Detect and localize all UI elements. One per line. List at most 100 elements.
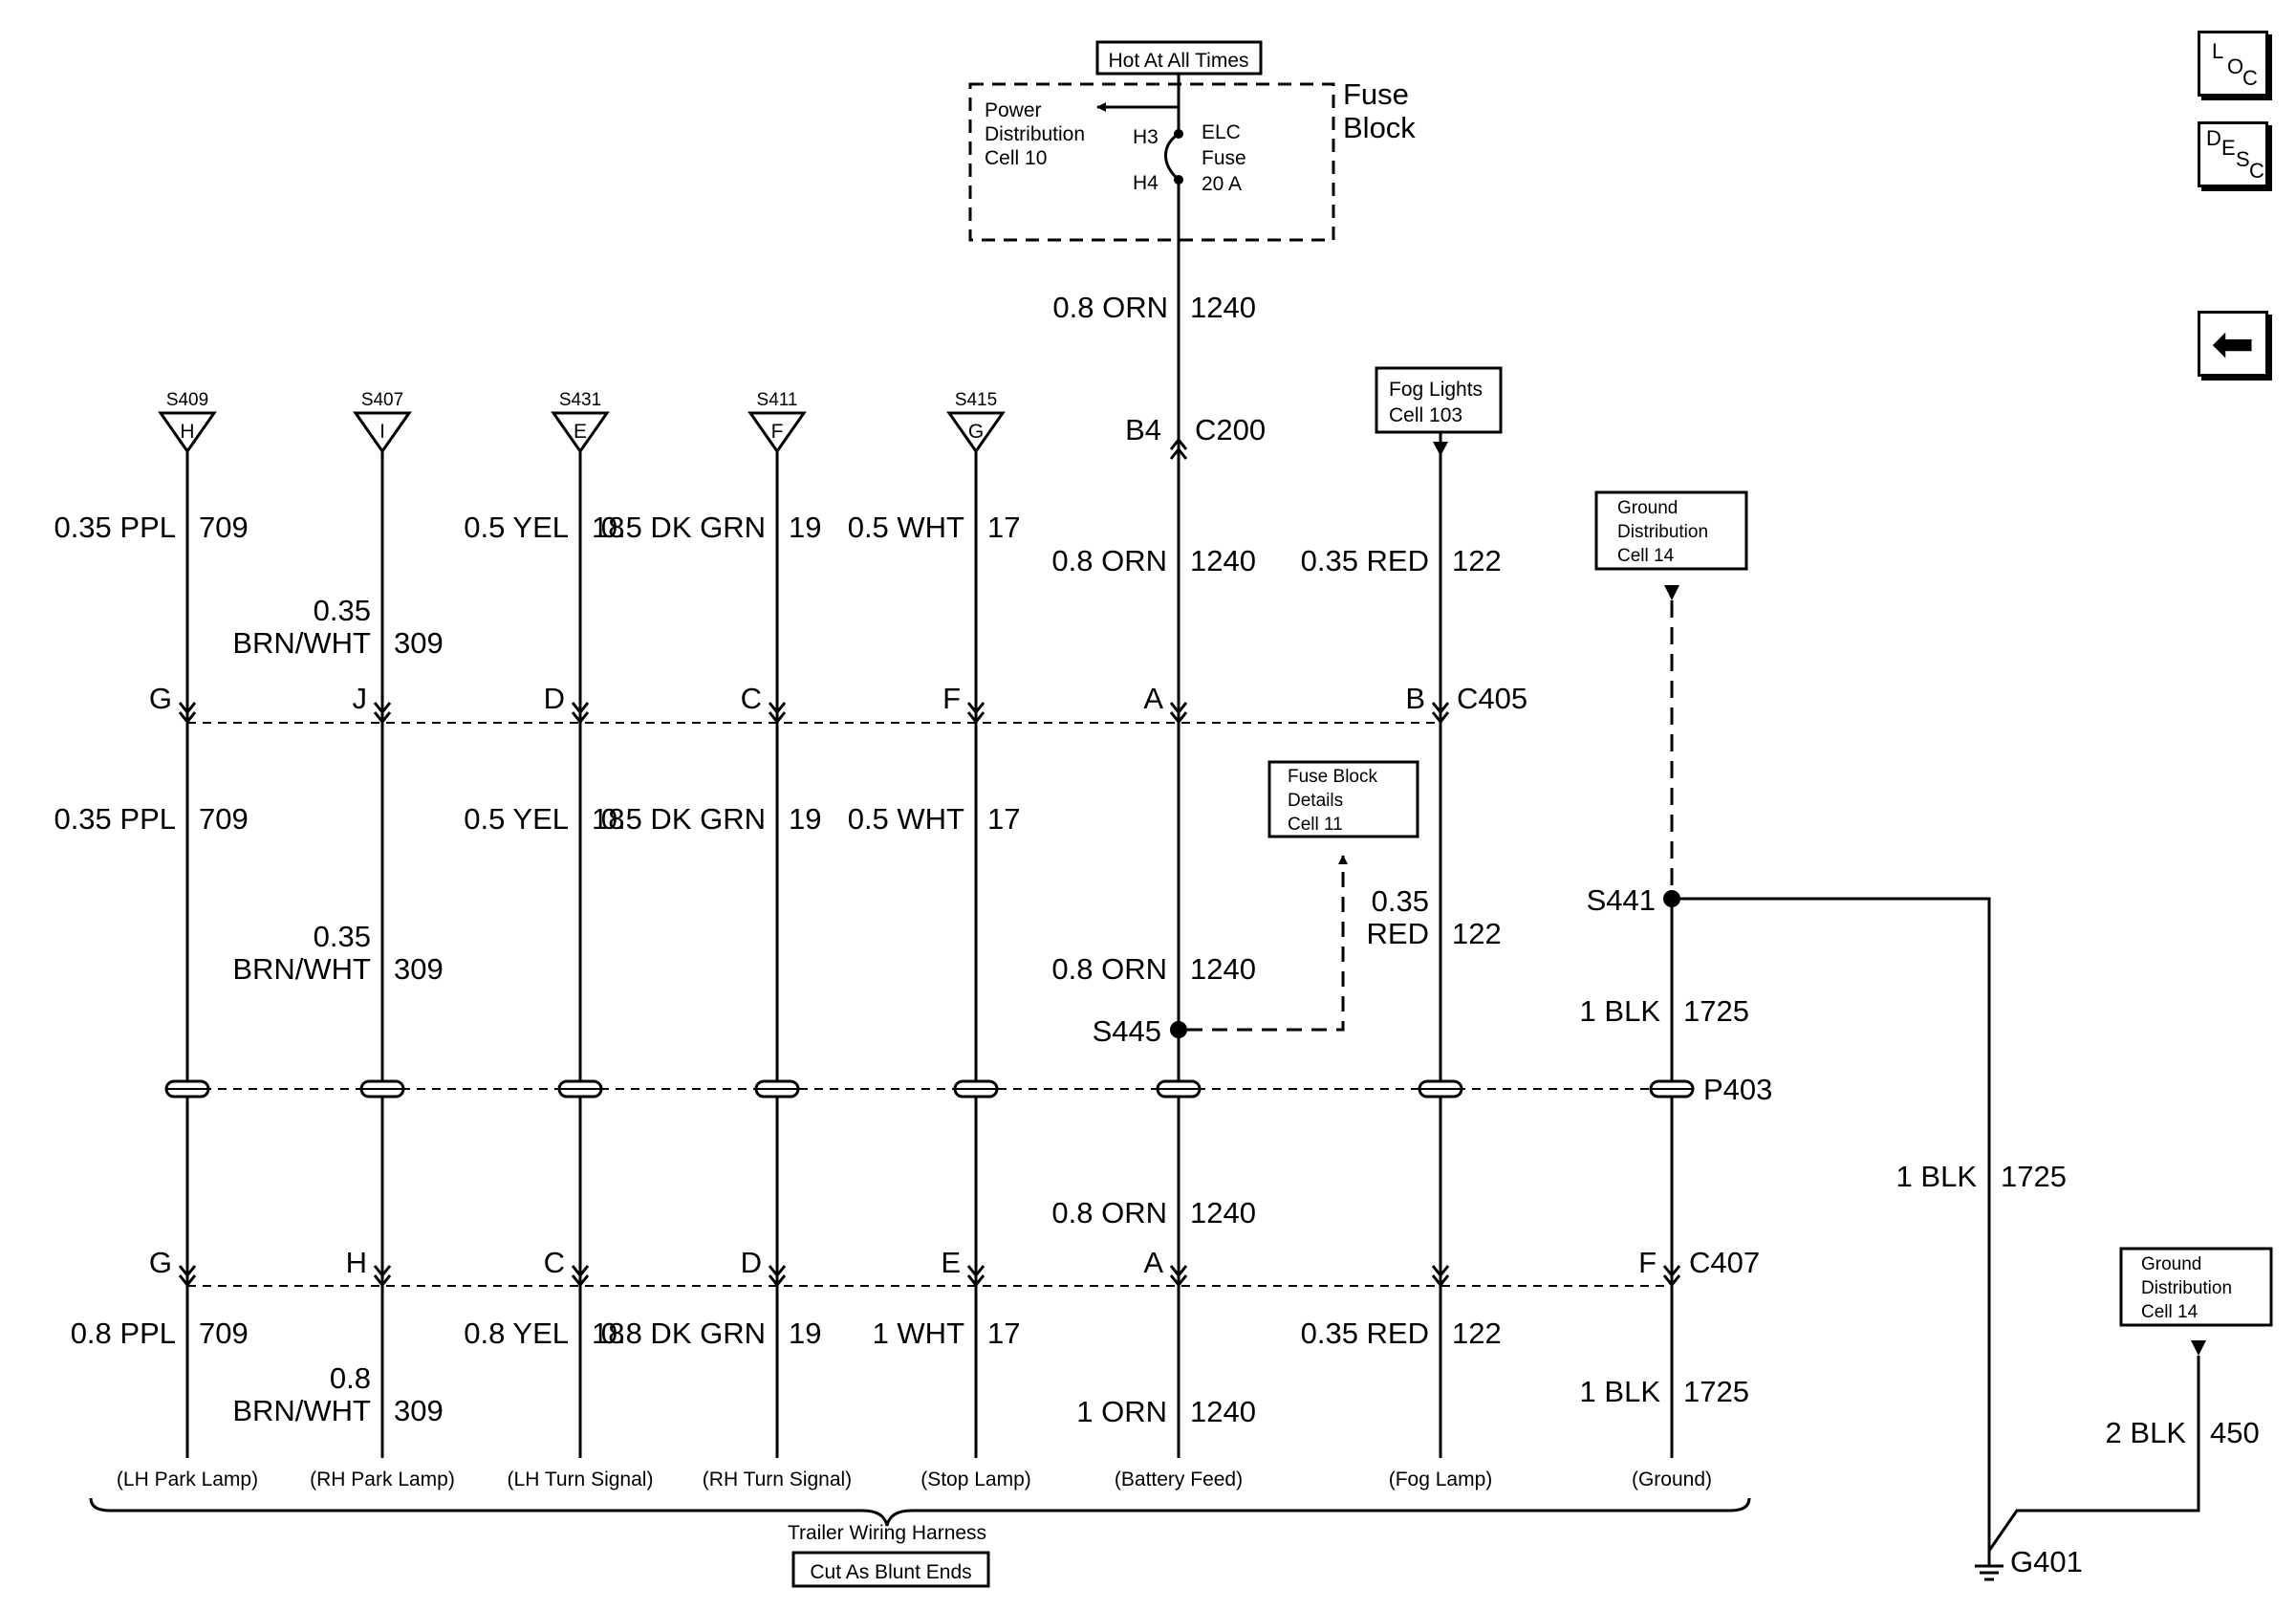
column-5-c405-pin: F bbox=[942, 682, 961, 715]
fuse-block: Hot At All Times Power Distribution Cell… bbox=[968, 40, 1416, 242]
column-6-function-label: (Battery Feed) bbox=[1115, 1469, 1243, 1490]
fuse-symbol bbox=[1164, 132, 1180, 182]
column-2-upper-size: 0.35 bbox=[314, 594, 371, 627]
column-5-c407-pin-mark bbox=[966, 1265, 986, 1288]
column-6-c407-pin-mark bbox=[1169, 1265, 1188, 1288]
c405-label: C405 bbox=[1457, 682, 1527, 715]
column-2-splice-letter: I bbox=[379, 421, 385, 443]
ground2-line3: Cell 14 bbox=[2141, 1302, 2199, 1322]
column-7-function-label: (Fog Lamp) bbox=[1389, 1469, 1493, 1490]
loc-letter-l: L bbox=[2212, 39, 2224, 63]
ground1-line2: Distribution bbox=[1617, 522, 1708, 542]
loc-button[interactable]: L O C bbox=[2198, 31, 2268, 97]
column-2-c405-pin: J bbox=[353, 682, 368, 715]
fuse-terminal-h3: H3 bbox=[1133, 126, 1159, 148]
column-4-upper-size: 0.5 DK GRN bbox=[601, 511, 766, 544]
column-4-c405-pin-mark bbox=[768, 702, 787, 725]
ground2-wire-size: 2 BLK bbox=[2106, 1416, 2187, 1449]
column-8-lower-size: 1 BLK bbox=[1580, 1375, 1661, 1408]
column-1-splice-label: S409 bbox=[166, 390, 208, 410]
column-7-middle-size: RED bbox=[1367, 917, 1429, 950]
fog-lights-line1: Fog Lights bbox=[1389, 379, 1483, 401]
fuse-name-line3: 20 A bbox=[1202, 173, 1242, 195]
column-4-c407-pin-mark bbox=[768, 1265, 787, 1288]
column-2-lower-circuit: 309 bbox=[394, 1394, 444, 1427]
column-8-function-label: (Ground) bbox=[1632, 1469, 1712, 1490]
column-7-lower-circuit: 122 bbox=[1452, 1316, 1502, 1350]
column-3-function-label: (LH Turn Signal) bbox=[508, 1469, 654, 1490]
s441-label: S441 bbox=[1587, 883, 1656, 917]
column-5-upper-circuit: 17 bbox=[987, 511, 1020, 544]
g401-label: G401 bbox=[2010, 1545, 2083, 1578]
column-4-middle-circuit: 19 bbox=[789, 802, 821, 836]
harness-brace: Trailer Wiring Harness Cut As Blunt Ends bbox=[89, 1497, 1751, 1588]
column-5-c407-pin: E bbox=[941, 1246, 961, 1279]
wire-top-size: 0.8 ORN bbox=[1052, 291, 1168, 324]
power-distribution-line3: Cell 10 bbox=[985, 147, 1047, 169]
s445-label: S445 bbox=[1093, 1014, 1161, 1048]
column-7-upper-circuit: 122 bbox=[1452, 544, 1502, 577]
column-5-lower-size: 1 WHT bbox=[873, 1316, 965, 1350]
fuse-name-line2: Fuse bbox=[1202, 147, 1246, 169]
splice-s441: S441 1 BLK 1725 bbox=[1587, 883, 2067, 1551]
ground2-wire-circuit: 450 bbox=[2210, 1416, 2260, 1449]
column-3-splice-triangle bbox=[551, 411, 610, 454]
column-2-splice-triangle bbox=[353, 411, 412, 454]
ground-run-wire bbox=[1672, 897, 1991, 1551]
column-3-c405-pin: D bbox=[544, 682, 565, 715]
column-1-c407-pin-mark bbox=[178, 1265, 197, 1288]
column-3-c407-pin-mark bbox=[571, 1265, 590, 1288]
wire-top-circuit: 1240 bbox=[1190, 291, 1256, 324]
column-5-splice-triangle bbox=[946, 411, 1006, 454]
column-1-c405-pin-mark bbox=[178, 702, 197, 725]
fuse-details-line1: Fuse Block bbox=[1288, 767, 1377, 787]
column-7-c405-pin: B bbox=[1405, 682, 1425, 715]
column-3-c407-pin: C bbox=[544, 1246, 565, 1279]
fuse-details-line3: Cell 11 bbox=[1288, 815, 1343, 835]
column-1-middle-size: 0.35 PPL bbox=[54, 802, 176, 836]
fog-lights-box: Fog Lights Cell 103 bbox=[1375, 366, 1503, 1458]
column-3-upper-size: 0.5 YEL bbox=[464, 511, 569, 544]
connector-c200: B4 C200 bbox=[1125, 413, 1266, 460]
power-distribution-line2: Distribution bbox=[985, 123, 1085, 145]
column-1-lower-size: 0.8 PPL bbox=[71, 1316, 176, 1350]
column-5-middle-circuit: 17 bbox=[987, 802, 1020, 836]
fuse-terminal-h4: H4 bbox=[1133, 172, 1159, 194]
column-4-c405-pin: C bbox=[741, 682, 762, 715]
column-5-middle-size: 0.5 WHT bbox=[848, 802, 964, 836]
p403-label: P403 bbox=[1703, 1073, 1772, 1106]
column-1-lower-circuit: 709 bbox=[199, 1316, 249, 1350]
column-7-upper-size: 0.35 RED bbox=[1301, 544, 1429, 577]
column-4-lower-size: 0.8 DK GRN bbox=[601, 1316, 766, 1350]
column-6-pre-size: 0.8 ORN bbox=[1051, 1196, 1167, 1229]
splice-s445: S445 bbox=[1093, 855, 1348, 1048]
desc-button[interactable]: D E S C bbox=[2198, 121, 2268, 187]
column-7-middle-size: 0.35 bbox=[1372, 884, 1429, 918]
back-button[interactable]: ⬅ bbox=[2198, 311, 2268, 377]
column-6-upper-circuit: 1240 bbox=[1190, 544, 1256, 577]
column-4-splice-letter: F bbox=[771, 421, 784, 443]
back-arrow-icon: ⬅ bbox=[2211, 315, 2255, 373]
desc-letter-d: D bbox=[2206, 126, 2221, 150]
ground-run-size: 1 BLK bbox=[1896, 1160, 1978, 1193]
column-3-middle-size: 0.5 YEL bbox=[464, 802, 569, 836]
column-2-lower-size: BRN/WHT bbox=[232, 1394, 371, 1427]
column-8-middle-circuit: 1725 bbox=[1683, 994, 1749, 1028]
column-6-upper-size: 0.8 ORN bbox=[1051, 544, 1167, 577]
desc-letter-s: S bbox=[2236, 147, 2250, 171]
c200-label: C200 bbox=[1195, 413, 1266, 446]
column-6-c407-pin: A bbox=[1143, 1246, 1163, 1279]
fuse-block-title-line2: Block bbox=[1343, 111, 1416, 144]
column-1-upper-circuit: 709 bbox=[199, 511, 249, 544]
ground-distribution-upper-box: Ground Distribution Cell 14 bbox=[1594, 490, 1748, 899]
ground1-line3: Cell 14 bbox=[1617, 546, 1675, 566]
harness-note: Cut As Blunt Ends bbox=[810, 1561, 971, 1583]
ground2-line2: Distribution bbox=[2141, 1278, 2232, 1298]
ground-distribution-lower-box: Ground Distribution Cell 14 2 BLK 450 bbox=[1987, 1247, 2273, 1552]
column-4-splice-label: S411 bbox=[757, 390, 798, 410]
column-6-pre-circuit: 1240 bbox=[1190, 1196, 1256, 1229]
column-4-c407-pin: D bbox=[741, 1246, 762, 1279]
harness-label: Trailer Wiring Harness bbox=[788, 1522, 986, 1544]
ground-run-circuit: 1725 bbox=[2001, 1160, 2067, 1193]
